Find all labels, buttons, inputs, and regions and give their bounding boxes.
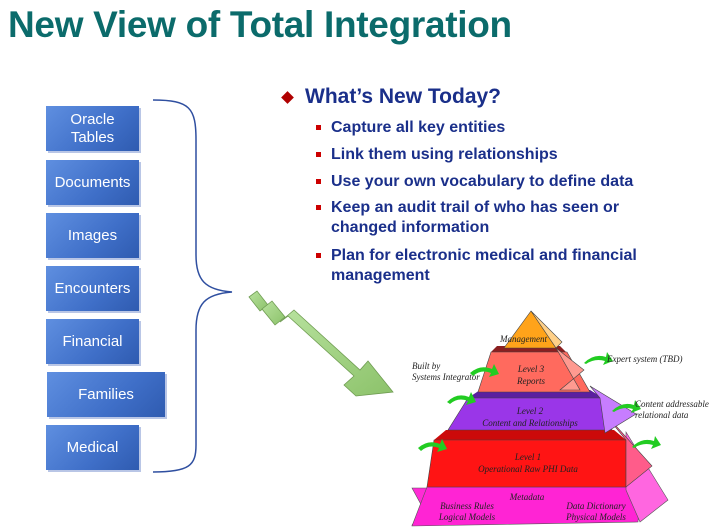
box-images: Images [46,213,139,258]
green-arrow-icon [584,352,613,365]
bullet-square-icon [316,253,321,258]
level1-label: Level 1 [514,452,541,462]
big-arrow-icon [248,290,394,397]
bullet-item: Link them using relationships [316,145,706,165]
logical-models-label: Logical Models [438,512,496,522]
built-by-label: Built by [412,361,440,371]
level3-side [555,347,585,391]
green-arrow-icon [612,400,641,413]
bullet-square-icon [316,152,321,157]
relational-data-label: relational data [635,410,689,420]
slide-title: New View of Total Integration [8,4,512,45]
bullet-item: Use your own vocabulary to define data [316,172,706,192]
green-arrow-icon [470,364,499,377]
bullet-item: Keep an audit trail of who has seen or c… [316,198,661,238]
top-side [530,310,563,349]
bullet-square-icon [316,179,321,184]
box-medical: Medical [46,425,139,470]
box-families: Families [47,372,165,417]
green-arrows [418,352,661,452]
bullet-item: Capture all key entities [316,118,706,138]
green-arrow-icon [418,439,447,452]
systems-integrator-label: Systems Integrator [412,372,480,382]
curly-brace [152,99,233,473]
level2-front [447,397,613,431]
level1-sublabel: Operational Raw PHI Data [478,464,578,474]
level2-label: Level 2 [516,406,544,416]
content-addressable-label: Content addressable [635,399,709,409]
green-arrow-icon [447,392,476,405]
box-label: Oracle [70,110,115,128]
level2-sublabel: Content and Relationships [482,418,578,428]
expert-system-label: Expert system (TBD) [606,354,682,364]
pyramid-top-label: Management [499,334,547,344]
bullet-square-icon [316,205,321,210]
business-rules-label: Business Rules [440,501,494,511]
heading: What’s New Today? [305,85,502,108]
level3-front [477,351,591,393]
level3-sublabel: Reports [516,376,545,386]
level3-label: Level 3 [517,364,545,374]
green-arrow-icon [632,436,661,449]
box-documents: Documents [46,160,139,205]
bullet-item: Plan for electronic medical and financia… [316,246,681,286]
box-encounters: Encounters [46,266,139,311]
level1-top [434,430,626,440]
bullet-square-icon [316,125,321,130]
data-dictionary-label: Data Dictionary [565,501,625,511]
pyramid [411,310,669,527]
metadata-label: Metadata [509,492,545,502]
box-financial: Financial [46,319,139,364]
physical-models-label: Physical Models [565,512,626,522]
box-label: Tables [70,128,115,146]
level2-side [589,385,637,434]
